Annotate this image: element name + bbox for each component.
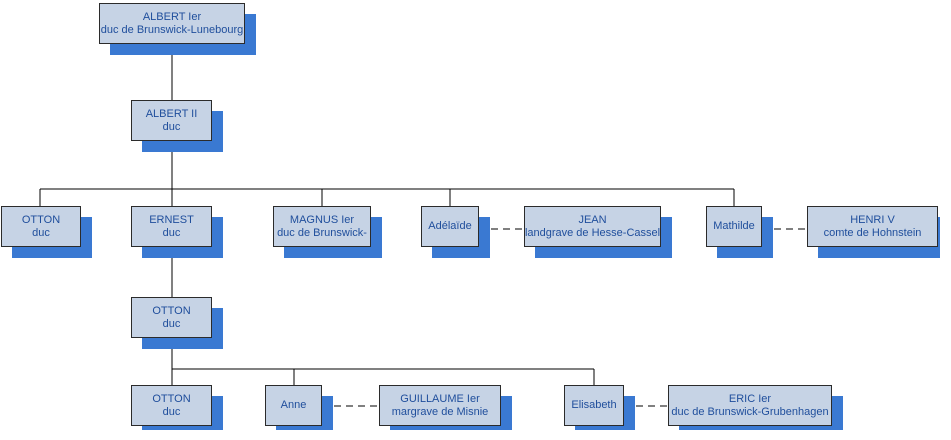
node-box: ALBERT II duc — [131, 100, 212, 141]
node-name: OTTON — [21, 213, 61, 226]
node-box: ERIC Ier duc de Brunswick-Grubenhagen — [668, 385, 832, 426]
node-name: HENRI V — [850, 213, 895, 226]
node-name: Mathilde — [713, 220, 755, 232]
node-title: duc — [162, 120, 181, 133]
node-jean: JEAN landgrave de Hesse-Cassel — [524, 206, 672, 258]
node-box: OTTON duc — [131, 385, 212, 426]
node-box: OTTON duc — [131, 297, 212, 338]
node-ernest: ERNEST duc — [131, 206, 223, 258]
node-box: Mathilde — [706, 206, 762, 247]
node-name: Anne — [280, 399, 307, 411]
node-title: duc — [162, 405, 181, 418]
node-title: duc de Brunswick-Lunebourg — [100, 23, 244, 36]
node-title: comte de Hohnstein — [823, 226, 922, 239]
node-box: HENRI V comte de Hohnstein — [807, 206, 938, 247]
node-name: MAGNUS Ier — [289, 213, 355, 226]
node-title: margrave de Misnie — [391, 405, 489, 418]
node-anne: Anne — [265, 385, 333, 430]
node-guillaume-ier: GUILLAUME Ier margrave de Misnie — [379, 385, 512, 430]
node-title: duc — [162, 226, 181, 239]
node-otton-duc-3: OTTON duc — [131, 385, 223, 430]
node-albert-ier: ALBERT Ier duc de Brunswick-Lunebourg — [99, 3, 256, 55]
node-box: MAGNUS Ier duc de Brunswick- — [273, 206, 371, 247]
node-albert-ii: ALBERT II duc — [131, 100, 223, 152]
node-name: Elisabeth — [571, 399, 617, 411]
node-box: JEAN landgrave de Hesse-Cassel — [524, 206, 661, 247]
node-box: ERNEST duc — [131, 206, 212, 247]
node-box: ALBERT Ier duc de Brunswick-Lunebourg — [99, 3, 245, 44]
node-title: duc de Brunswick- — [277, 226, 367, 239]
node-mathilde: Mathilde — [706, 206, 773, 258]
node-elisabeth: Elisabeth — [564, 385, 635, 430]
node-box: Elisabeth — [564, 385, 624, 426]
node-title: duc de Brunswick-Grubenhagen — [671, 405, 829, 418]
node-box: Adélaïde — [421, 206, 479, 247]
node-magnus-ier: MAGNUS Ier duc de Brunswick- — [273, 206, 382, 258]
node-otton-duc-2: OTTON duc — [131, 297, 223, 349]
node-box: Anne — [265, 385, 322, 426]
node-title: duc — [162, 318, 181, 330]
node-henri-v: HENRI V comte de Hohnstein — [807, 206, 940, 258]
node-name: JEAN — [578, 213, 607, 226]
node-otton-duc-1: OTTON duc — [1, 206, 92, 258]
node-name: OTTON — [152, 305, 191, 317]
node-name: GUILLAUME Ier — [400, 392, 480, 405]
node-title: landgrave de Hesse-Cassel — [524, 226, 661, 239]
node-name: ERNEST — [149, 213, 194, 226]
node-eric-ier: ERIC Ier duc de Brunswick-Grubenhagen — [668, 385, 843, 430]
node-title: duc — [32, 226, 50, 239]
node-name: ERIC Ier — [728, 392, 772, 405]
node-name: ALBERT Ier — [142, 10, 202, 23]
node-name: OTTON — [152, 392, 191, 405]
node-box: OTTON duc — [1, 206, 81, 247]
node-name: ALBERT II — [145, 107, 198, 120]
node-adelaide: Adélaïde — [421, 206, 490, 258]
node-name: Adélaïde — [428, 220, 472, 232]
node-box: GUILLAUME Ier margrave de Misnie — [379, 385, 501, 426]
